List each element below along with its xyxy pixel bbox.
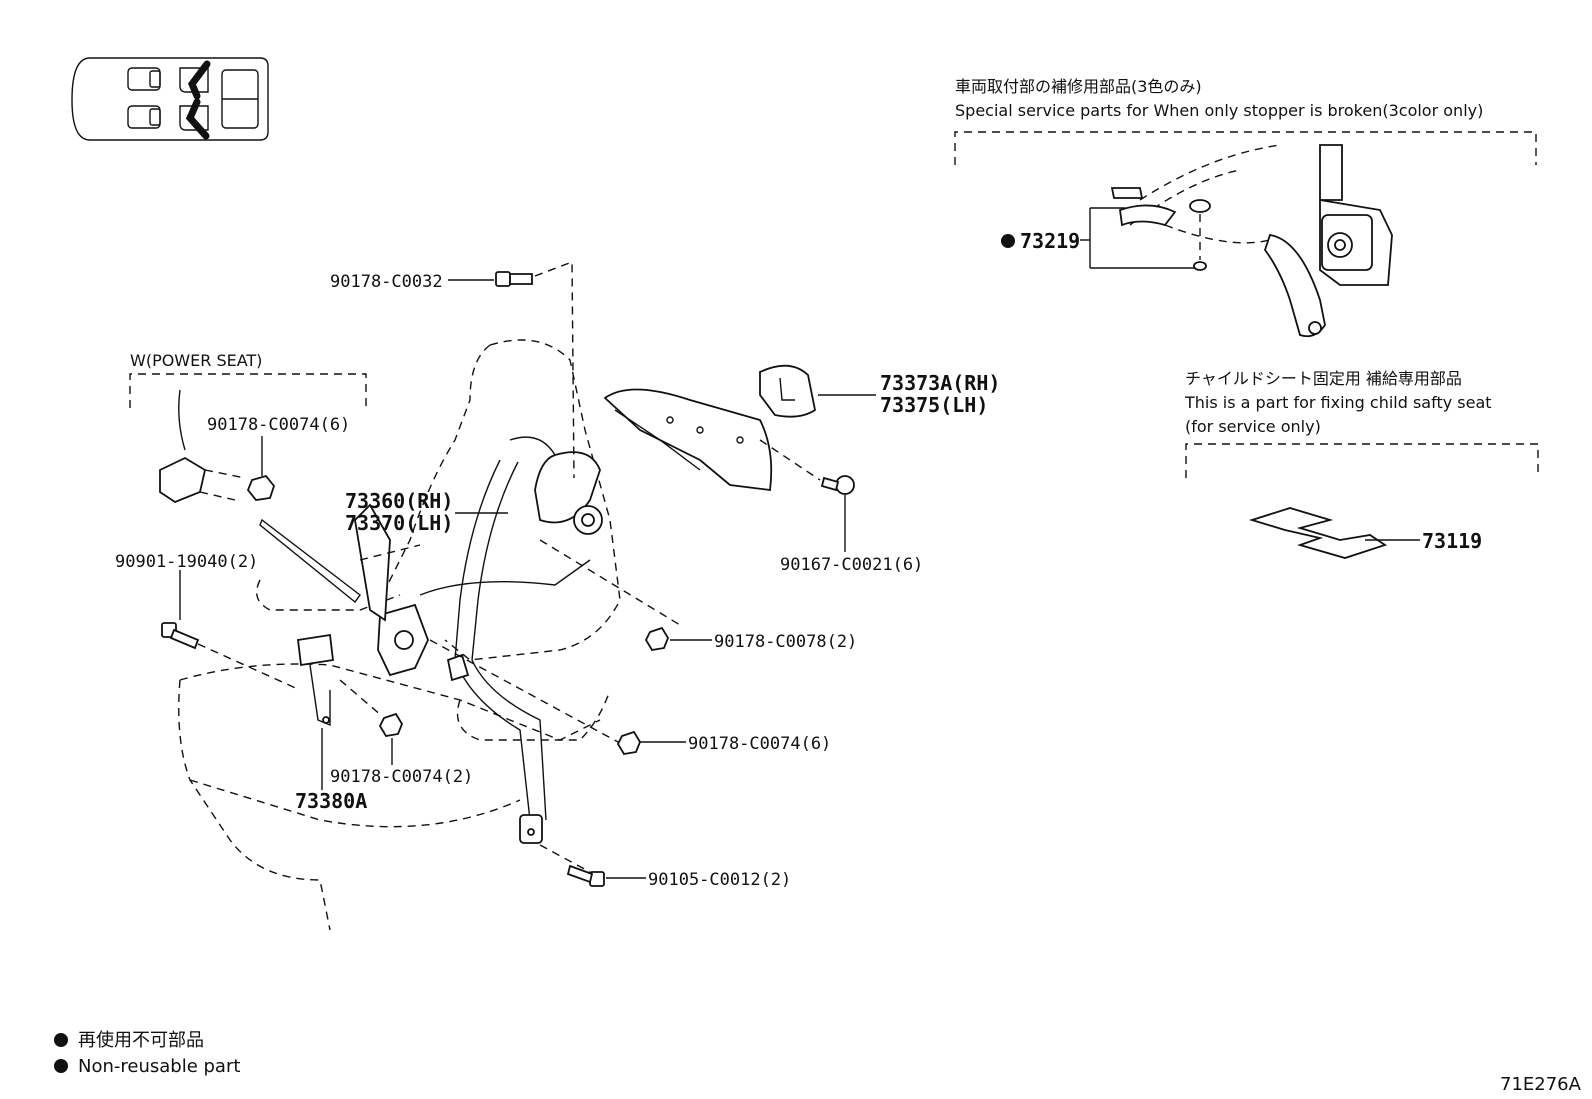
legend-jp: 再使用不可部品	[78, 1030, 204, 1051]
bolt-90178-c0032	[495, 271, 533, 287]
label-73375: 73375(LH)	[880, 393, 988, 417]
child-seat-bracket-icon	[1248, 507, 1388, 559]
bolt-90167-c0021	[820, 475, 855, 495]
nut-90178-c0078	[644, 626, 670, 651]
label-90178-c0074-6a: 90178-C0074(6)	[207, 415, 350, 435]
seat-drawing	[178, 339, 621, 931]
power-seat-title: W(POWER SEAT)	[130, 351, 262, 370]
label-73380a: 73380A	[295, 789, 367, 813]
vehicle-locator-icon	[71, 57, 269, 141]
power-seat-section: W(POWER SEAT)	[129, 351, 367, 504]
legend-bullet-2	[54, 1059, 68, 1073]
bolt-90105-c0012	[566, 864, 605, 887]
label-90167-c0021: 90167-C0021(6)	[780, 555, 923, 575]
leader-lines	[179, 279, 876, 879]
label-73119: 73119	[1422, 529, 1482, 553]
label-90178-c0078: 90178-C0078(2)	[714, 632, 857, 652]
child-seat-title-en2: (for service only)	[1185, 417, 1321, 436]
stopper-part-drawing	[1080, 144, 1393, 338]
stopper-section: 車両取付部の補修用部品(3色のみ) Special service parts …	[954, 77, 1537, 165]
label-90178-c0074-2: 90178-C0074(2)	[330, 767, 473, 787]
fasteners	[161, 260, 855, 887]
stopper-title-jp: 車両取付部の補修用部品(3色のみ)	[955, 77, 1202, 96]
cover-cap-icon	[759, 364, 817, 418]
seat-belt-assembly	[259, 436, 603, 844]
non-reusable-bullet	[1001, 234, 1015, 248]
label-90901-19040: 90901-19040(2)	[115, 552, 258, 572]
label-73219: 73219	[1020, 229, 1080, 253]
child-seat-title-jp: チャイルドシート固定用 補給専用部品	[1185, 369, 1462, 388]
label-90178-c0074-6b: 90178-C0074(6)	[688, 734, 831, 754]
label-90105-c0012: 90105-C0012(2)	[648, 870, 791, 890]
bolt-90901-19040	[161, 622, 200, 650]
label-73370: 73370(LH)	[345, 511, 453, 535]
nut-90178-c0074-2	[378, 712, 404, 737]
figure-id: 71E276A	[1500, 1074, 1582, 1095]
label-90178-c0032: 90178-C0032	[330, 272, 443, 292]
legend-bullet-1	[54, 1033, 68, 1047]
child-seat-title-en1: This is a part for fixing child safty se…	[1184, 393, 1492, 412]
stopper-title-en: Special service parts for When only stop…	[955, 101, 1483, 120]
nut-90178-c0074-6b	[616, 730, 642, 755]
label-73373a: 73373A(RH)	[880, 371, 1000, 395]
child-seat-section: チャイルドシート固定用 補給専用部品 This is a part for fi…	[1184, 369, 1539, 559]
legend: 再使用不可部品 Non-reusable part	[54, 1030, 240, 1077]
upper-anchor-bracket	[603, 364, 817, 492]
legend-en: Non-reusable part	[78, 1056, 240, 1077]
label-73360: 73360(RH)	[345, 489, 453, 513]
